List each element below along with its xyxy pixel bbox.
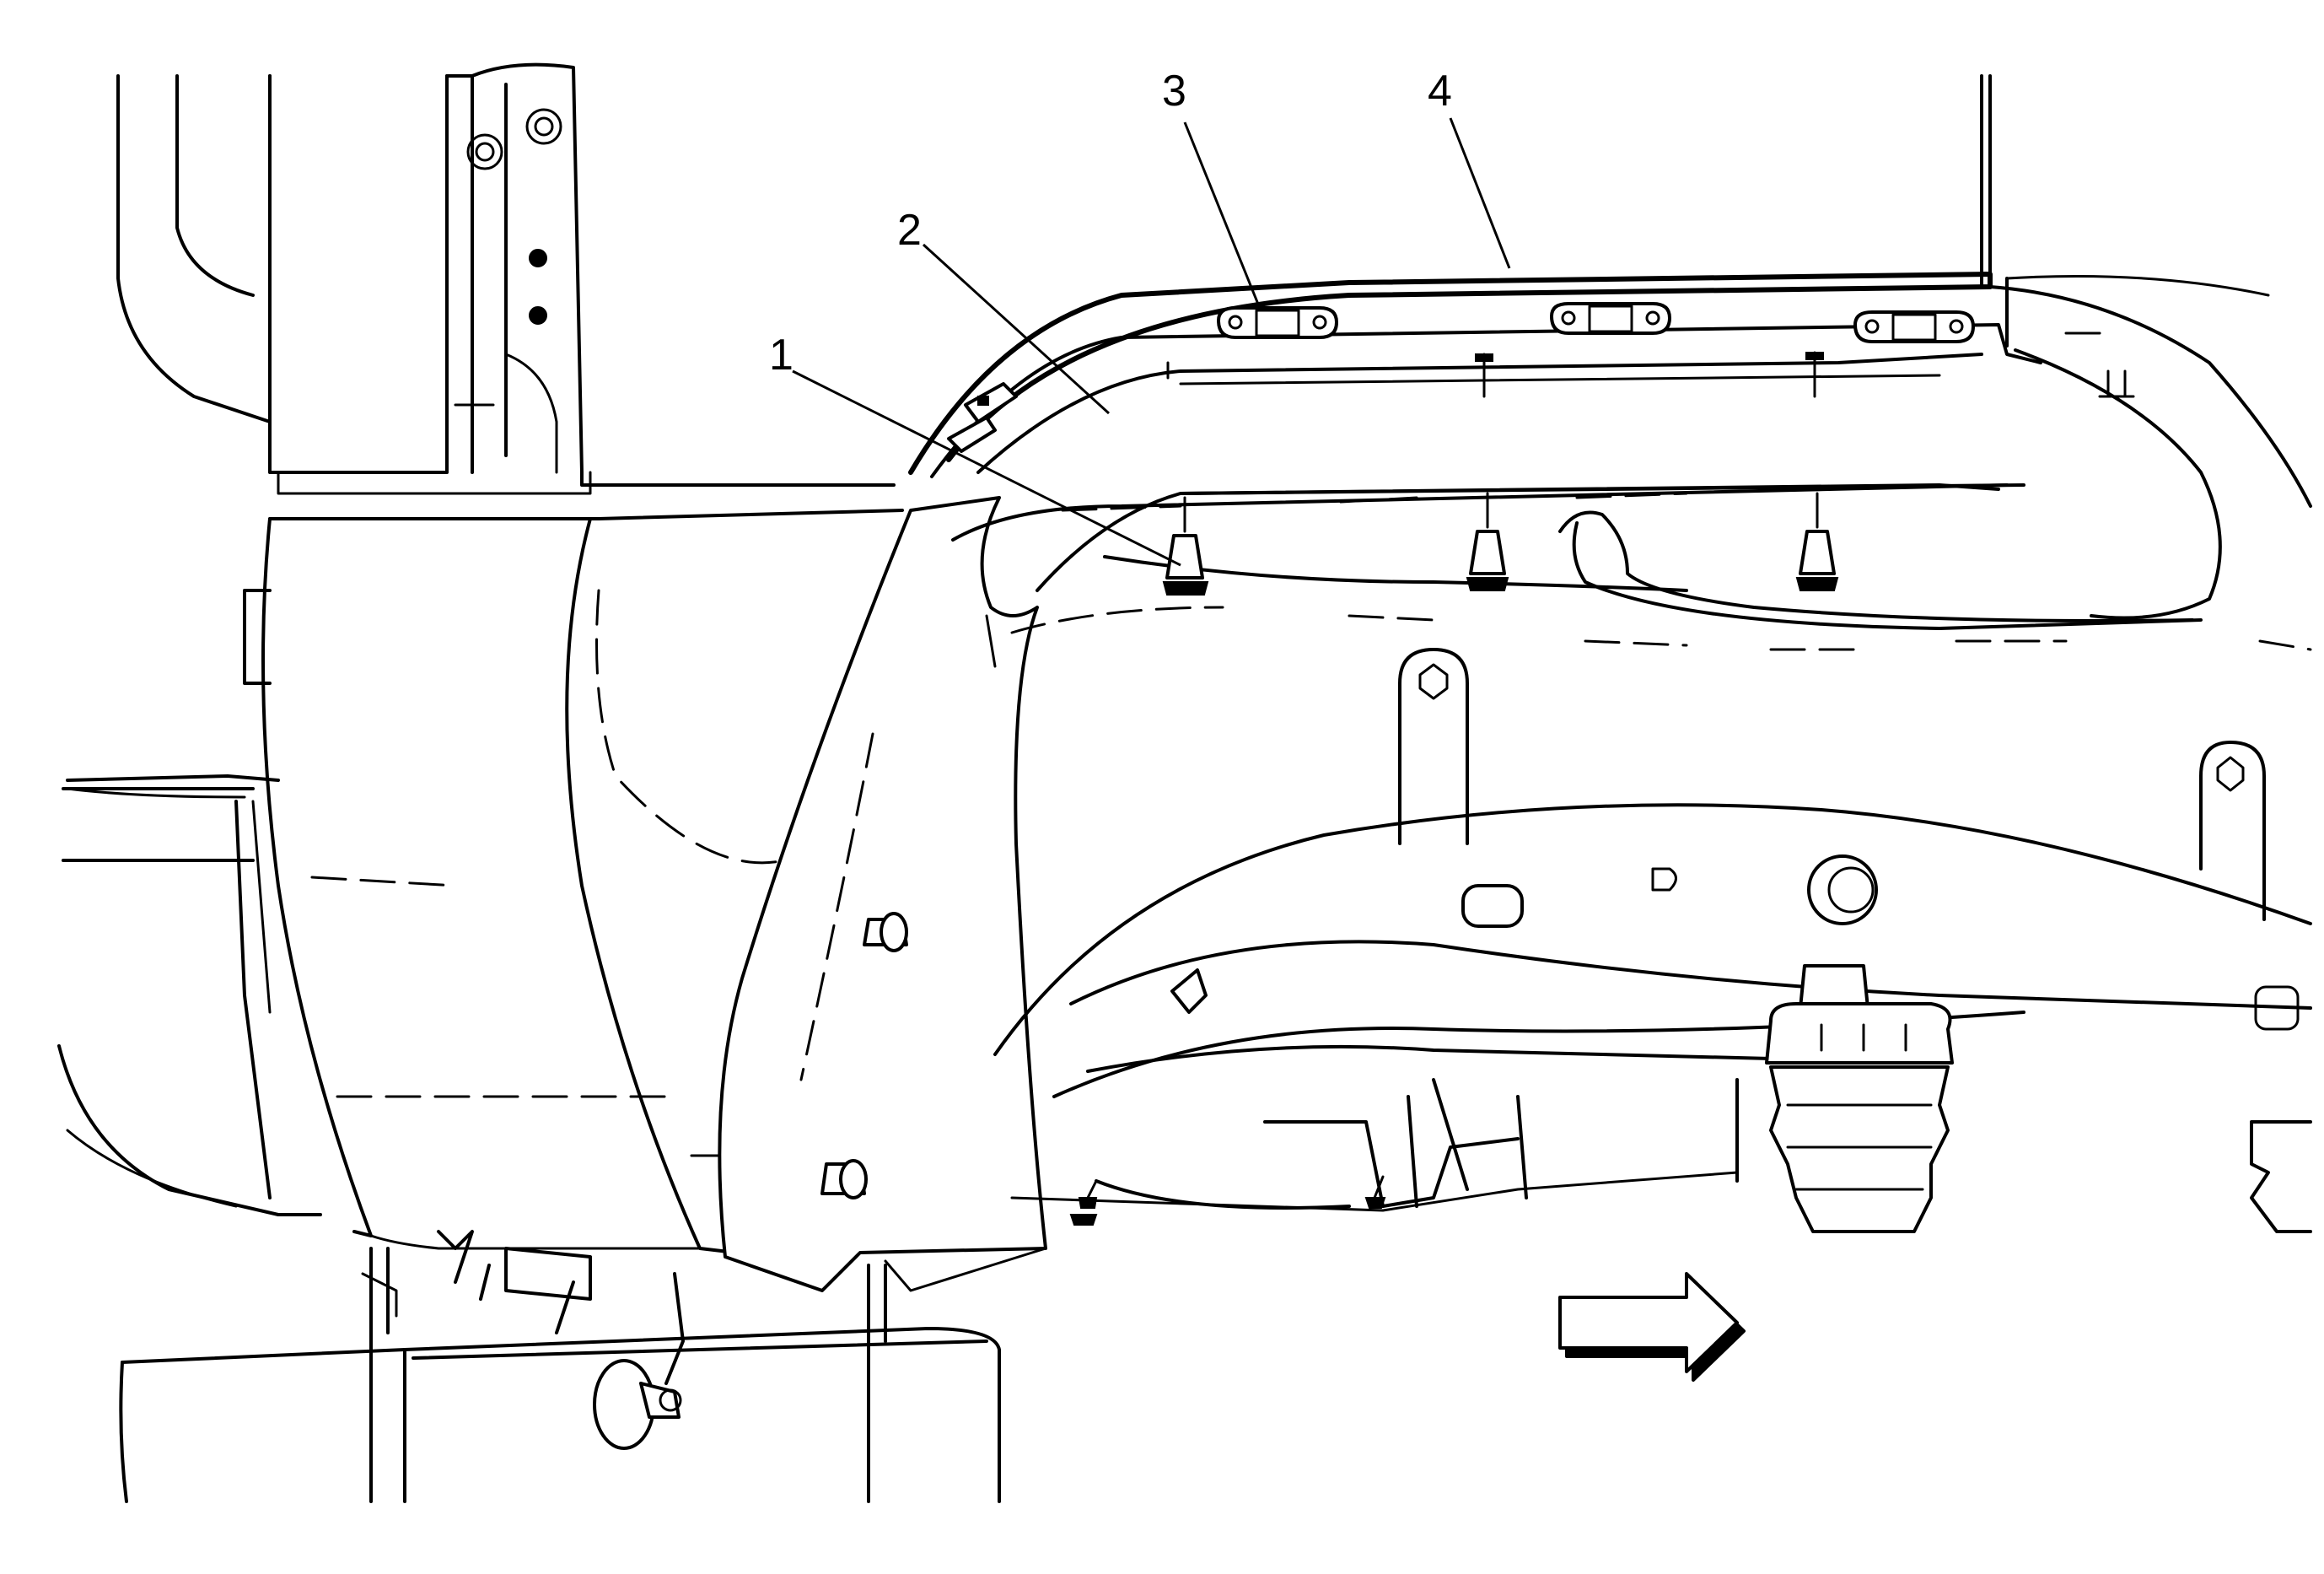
rear-bumper-fascia bbox=[243, 509, 904, 1267]
push-pin-retainer-3 bbox=[1795, 492, 1839, 591]
wheel-well-liner bbox=[908, 74, 2312, 620]
frame-bracket-right bbox=[2199, 741, 2266, 921]
wheel-liner-flap bbox=[718, 496, 1047, 1292]
liner-clip-4 bbox=[947, 382, 1018, 453]
leader-lines bbox=[792, 117, 1511, 567]
arrow-right-icon bbox=[1558, 1272, 1746, 1382]
frame-rail bbox=[993, 803, 2312, 1212]
lower-liner-fasteners bbox=[1069, 1175, 1386, 1226]
liner-clip-2 bbox=[1550, 302, 1671, 335]
jounce-bumper bbox=[1765, 964, 1954, 1233]
callout-1: 1 bbox=[769, 331, 793, 380]
jounce-bumper-right bbox=[2250, 1120, 2312, 1233]
callout-4: 4 bbox=[1428, 67, 1452, 116]
callout-2: 2 bbox=[897, 206, 922, 255]
flap-push-pin-upper bbox=[863, 912, 908, 952]
flap-push-pin-lower bbox=[820, 1159, 868, 1199]
lower-left-trim bbox=[57, 774, 322, 1216]
inner-wheelhouse-panel bbox=[951, 483, 2312, 651]
liner-clip-3 bbox=[1853, 310, 1975, 343]
push-pin-retainer-2 bbox=[1466, 492, 1509, 591]
flange-pins bbox=[1166, 351, 2135, 398]
body-pillar bbox=[116, 62, 896, 495]
frame-bracket-left bbox=[1398, 648, 1469, 845]
callout-3: 3 bbox=[1162, 67, 1186, 116]
spare-tire-hoist bbox=[119, 1230, 1001, 1503]
liner-clip-1 bbox=[1217, 306, 1338, 339]
push-pin-retainer-1 bbox=[1162, 496, 1209, 596]
